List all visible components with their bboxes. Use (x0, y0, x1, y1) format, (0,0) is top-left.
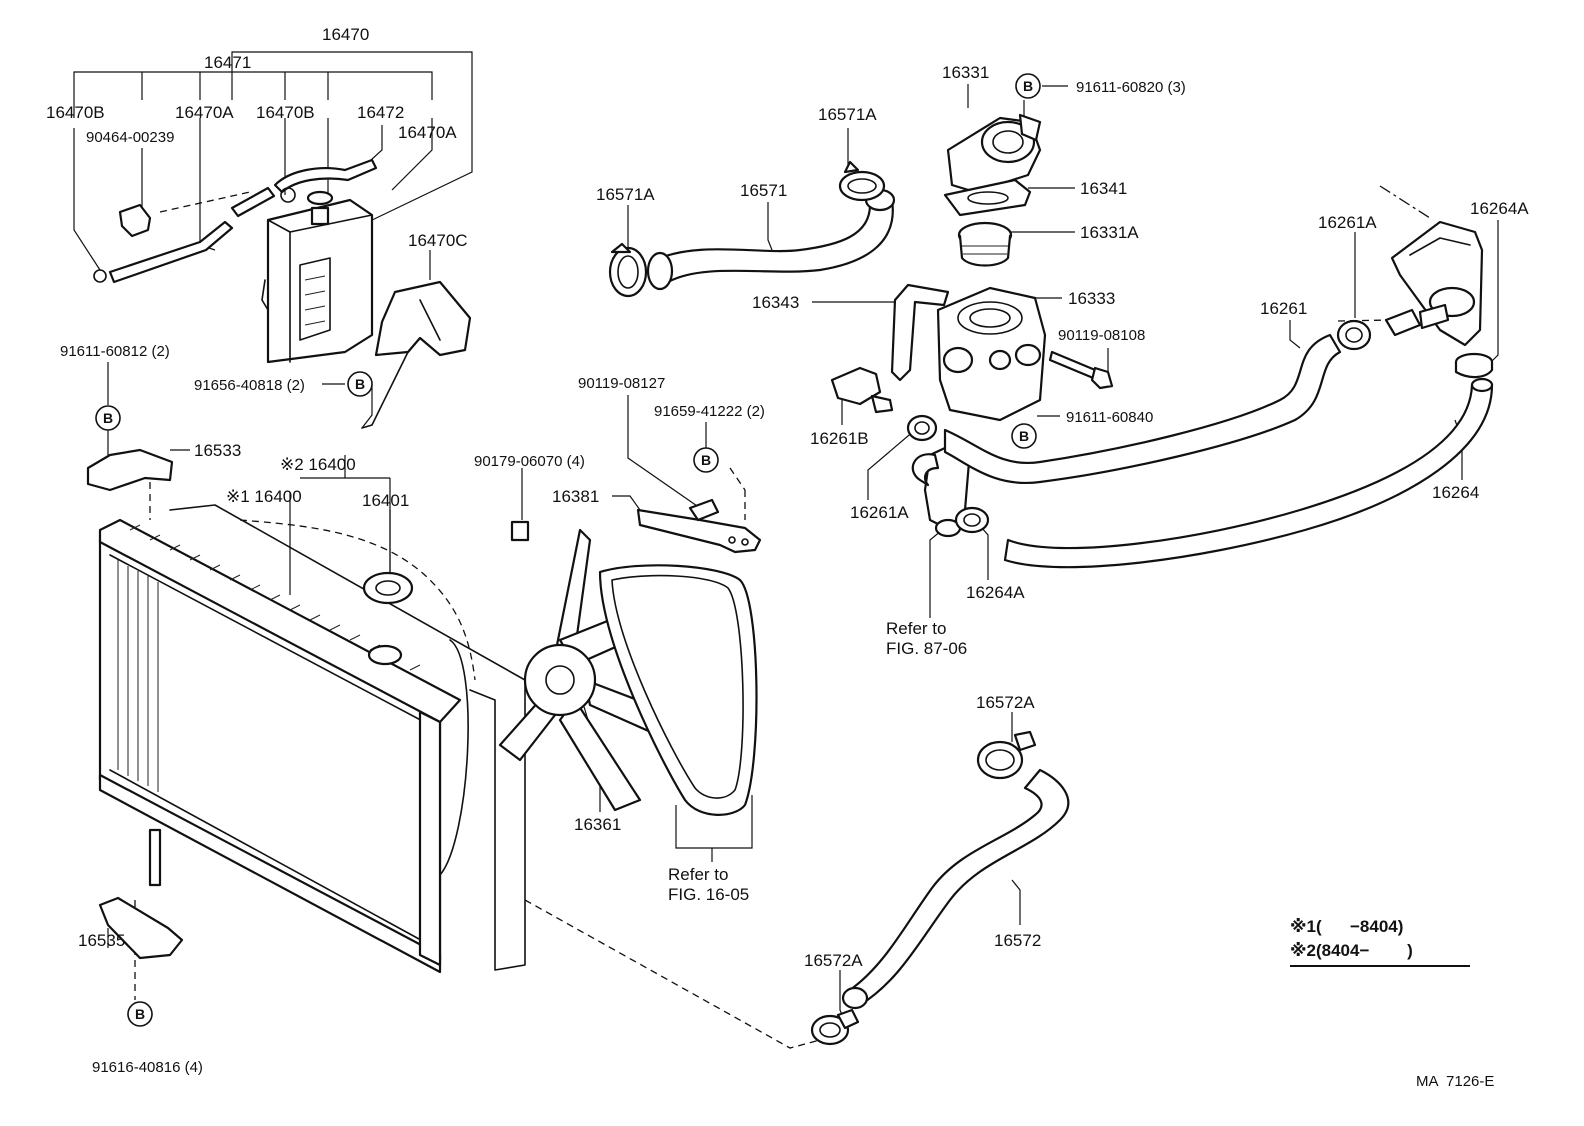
bolt-marker-91656: B (347, 371, 373, 397)
union-16261B (830, 366, 894, 414)
label-16261A-left: 16261A (850, 503, 909, 522)
label-16331: 16331 (942, 63, 989, 82)
clamp-16261A-left (906, 414, 938, 442)
label-16333: 16333 (1068, 289, 1115, 308)
bolt-marker-91611-60820: B (1015, 73, 1041, 99)
label-90464-00239: 90464-00239 (86, 129, 174, 146)
radiator (98, 504, 526, 974)
label-16470B-b: 16470B (256, 103, 315, 122)
label-91611-60840: 91611-60840 (1066, 409, 1153, 426)
gasket-16341 (943, 178, 1032, 217)
label-16533: 16533 (194, 441, 241, 460)
label-16261: 16261 (1260, 299, 1307, 318)
bolt-marker-91659: B (693, 447, 719, 473)
reservoir-tank (261, 190, 374, 364)
fan-belt (598, 564, 758, 816)
lower-hose-16572 (841, 768, 1070, 1010)
label-16571: 16571 (740, 181, 787, 200)
label-16400-2: ※2 16400 (280, 455, 356, 474)
clamp-16264A-bottom (954, 506, 990, 534)
reservoir-bracket (361, 280, 472, 429)
water-outlet-16331 (946, 113, 1042, 194)
heater-hose-16261 (943, 333, 1342, 485)
svg-text:B: B (1023, 78, 1033, 94)
label-16572: 16572 (994, 931, 1041, 950)
label-90119-08127: 90119-08127 (578, 375, 665, 392)
bolt-marker-91611-60840: B (1011, 423, 1037, 449)
label-16571A-top: 16571A (818, 105, 877, 124)
svg-text:B: B (355, 376, 365, 392)
label-16470B-a: 16470B (46, 103, 105, 122)
label-16361: 16361 (574, 815, 621, 834)
heater-valve (1384, 220, 1484, 347)
mount-16533 (86, 448, 174, 492)
label-16470: 16470 (322, 25, 369, 44)
label-16331A: 16331A (1080, 223, 1139, 242)
clamp-16264A-right (1454, 352, 1494, 379)
mount-16535 (98, 896, 184, 960)
label-91611-60812: 91611-60812 (2) (60, 343, 170, 360)
clip-90464 (118, 203, 152, 238)
reservoir-hoses (93, 158, 378, 284)
label-16261B: 16261B (810, 429, 869, 448)
label-90179-06070: 90179-06070 (4) (474, 453, 585, 470)
label-16264A-right: 16264A (1470, 199, 1529, 218)
label-16381: 16381 (552, 487, 599, 506)
svg-text:B: B (103, 410, 113, 426)
heater-hose-16264 (1003, 377, 1494, 569)
label-16341: 16341 (1080, 179, 1127, 198)
label-refer-fig-87-06-b: FIG. 87-06 (886, 639, 967, 658)
label-16470C: 16470C (408, 231, 468, 250)
clamp-16261A-right (1336, 319, 1372, 351)
label-refer-fig-16-05-a: Refer to (668, 865, 728, 884)
clamp-16571A-left (608, 242, 648, 298)
label-91611-60820: 91611-60820 (3) (1076, 79, 1186, 96)
label-16472: 16472 (357, 103, 404, 122)
bolt-marker-91611-60812: B (95, 405, 121, 431)
label-90119-08108: 90119-08108 (1058, 327, 1145, 344)
clamp-16572A-bottom (810, 1008, 860, 1046)
upper-hose-16571 (646, 188, 896, 291)
label-16535: 16535 (78, 931, 125, 950)
part-labels: 16470 16471 16470B 16470A 16470B 16472 1… (46, 25, 1529, 1090)
label-91659-41222: 91659-41222 (2) (654, 403, 765, 420)
svg-text:B: B (701, 452, 711, 468)
label-16470A-a: 16470A (175, 103, 234, 122)
thermostat-16331A (957, 221, 1013, 267)
label-16471: 16471 (204, 53, 251, 72)
label-16572A-bottom: 16572A (804, 951, 863, 970)
label-16264: 16264 (1432, 483, 1479, 502)
svg-text:B: B (1019, 428, 1029, 444)
label-16343: 16343 (752, 293, 799, 312)
label-16261A-right: 16261A (1318, 213, 1377, 232)
label-refer-fig-16-05-b: FIG. 16-05 (668, 885, 749, 904)
bolt-90119-08108 (1048, 350, 1114, 390)
label-16571A-left: 16571A (596, 185, 655, 204)
label-16572A-top: 16572A (976, 693, 1035, 712)
housing-16333 (936, 286, 1047, 422)
bolt-marker-91616: B (127, 1001, 153, 1027)
label-91656-40818: 91656-40818 (2) (194, 377, 305, 394)
label-16264A-bottom: 16264A (966, 583, 1025, 602)
label-refer-fig-87-06-a: Refer to (886, 619, 946, 638)
label-91616-40816: 91616-40816 (4) (92, 1059, 203, 1076)
illustration-code: MA 7126-E (1416, 1073, 1494, 1090)
note-2: ※2(8404− ) (1290, 941, 1413, 960)
clamp-16572A-top (976, 730, 1037, 780)
label-16470A-b: 16470A (398, 123, 457, 142)
clamp-16571A-top (838, 160, 886, 202)
label-16400-1: ※1 16400 (226, 487, 302, 506)
svg-text:B: B (135, 1006, 145, 1022)
label-16401: 16401 (362, 491, 409, 510)
gasket-16343 (890, 283, 950, 382)
note-1: ※1( −8404) (1290, 917, 1403, 936)
bracket-16381 (636, 498, 762, 554)
